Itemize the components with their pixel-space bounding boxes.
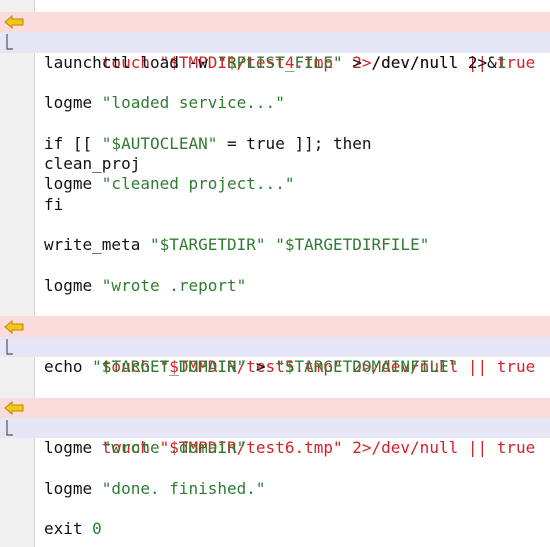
string-literal: "$AUTOCLEAN" [101, 133, 218, 153]
bracket-icon [4, 32, 30, 52]
blank-line [0, 73, 550, 93]
added-line [0, 417, 550, 439]
code-text: exit [44, 519, 93, 539]
blank-line [0, 215, 550, 235]
blank-line [0, 113, 550, 133]
code-text: echo [44, 357, 93, 377]
added-line [0, 32, 550, 53]
code-text: write_meta [44, 235, 150, 255]
code-text: touch "$TMPDIR/test4.tmp" 2>/dev/null ||… [101, 52, 536, 72]
code-line: write_meta "$TARGETDIR" "$TARGETDIRFILE" [0, 235, 550, 255]
string-literal: "$TARGETDIRFILE" [275, 235, 430, 255]
string-literal: "$PLIST_FILE" [217, 52, 343, 72]
blank-line [0, 296, 550, 316]
code-text: fi [44, 194, 64, 214]
number-literal: 0 [92, 519, 102, 539]
code-text: touch "$TMPDIR/test6.tmp" 2>/dev/null ||… [101, 438, 536, 458]
code-line: exit 0 [0, 519, 550, 539]
code-text: launchctl load -w [44, 52, 218, 72]
blank-line [0, 499, 550, 519]
code-text: if [[ [44, 133, 102, 153]
string-literal: "$TARGETDOMAINFILE" [275, 357, 459, 377]
arrow-left-icon[interactable] [4, 12, 30, 32]
code-lines: touch "$TMPDIR/test4.tmp" 2>/dev/null ||… [0, 12, 550, 540]
code-line: logme "cleaned project..." [0, 174, 550, 194]
string-literal: "$TARGETDIR" [149, 235, 266, 255]
number-literal: 1 [496, 52, 507, 72]
code-text [266, 235, 276, 254]
string-literal: "wrote .domain" [101, 438, 247, 458]
removed-line: touch "$TMPDIR/test4.tmp" 2>/dev/null ||… [0, 12, 550, 72]
arrow-left-icon[interactable] [4, 398, 30, 418]
string-literal: "cleaned project..." [101, 174, 295, 194]
code-text: logme [44, 438, 102, 458]
code-text: logme [44, 174, 102, 194]
added-line [0, 336, 550, 358]
code-line: echo "$TARGET_DOMAIN" > "$TARGETDOMAINFI… [0, 357, 550, 377]
gutter [0, 0, 35, 547]
blank-line [0, 459, 550, 479]
code-text: logme [44, 478, 102, 498]
code-line: logme "wrote .domain" [0, 438, 550, 458]
code-line: if [[ "$AUTOCLEAN" = true ]]; then [0, 134, 550, 154]
removed-line: touch "$TMPDIR/test6.tmp" 2>/dev/null ||… [0, 397, 550, 457]
code-text: = true ]]; then [217, 133, 372, 153]
blank-line [0, 377, 550, 397]
code-line: clean_proj [0, 154, 550, 174]
code-line: fi [0, 195, 550, 215]
string-literal: "wrote .report" [101, 275, 247, 295]
code-text: > [246, 357, 276, 377]
code-text: logme [44, 93, 102, 113]
code-text: touch "$TMPDIR/test5.tmp" 2>/dev/null ||… [101, 357, 536, 377]
string-literal: "$TARGET_DOMAIN" [92, 357, 247, 377]
code-text: clean_proj [44, 154, 141, 174]
string-literal: "loaded service..." [101, 93, 285, 113]
arrow-left-icon[interactable] [4, 316, 30, 336]
code-text: logme [44, 275, 102, 295]
bracket-icon [4, 418, 30, 438]
blank-line [0, 256, 550, 276]
code-text: > /dev/null 2>& [342, 52, 497, 72]
code-line: logme "done. finished." [0, 479, 550, 499]
removed-line: touch "$TMPDIR/test5.tmp" 2>/dev/null ||… [0, 316, 550, 376]
code-line: logme "wrote .report" [0, 276, 550, 296]
bracket-icon [4, 337, 30, 357]
string-literal: "done. finished." [101, 478, 266, 498]
code-line: launchctl load -w "$PLIST_FILE" > /dev/n… [0, 53, 550, 73]
code-line: logme "loaded service..." [0, 93, 550, 113]
